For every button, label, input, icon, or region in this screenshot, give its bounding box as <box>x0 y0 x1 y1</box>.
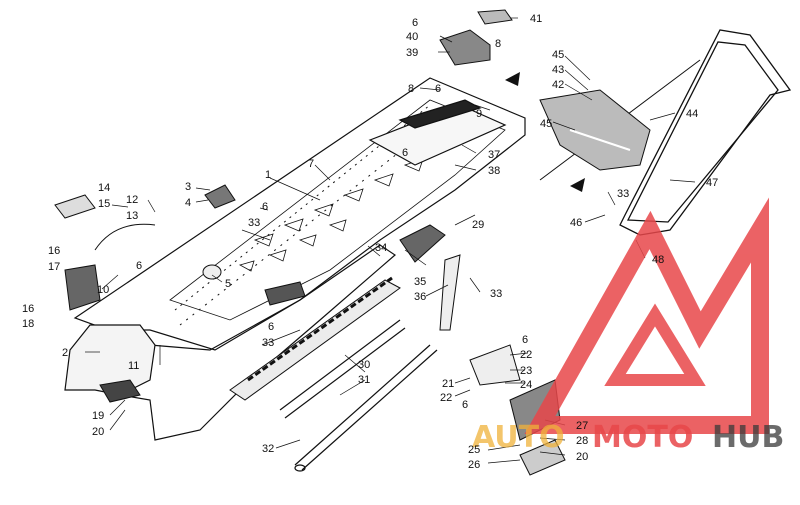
callout-29: 29 <box>472 219 484 231</box>
watermark-word-auto: AUTO <box>472 420 565 455</box>
callout-17: 17 <box>48 261 60 273</box>
front-left-parts <box>54 184 236 403</box>
callout-45: 45 <box>540 118 552 130</box>
callout-6: 6 <box>136 260 142 272</box>
callout-4: 4 <box>185 197 191 209</box>
callout-15: 15 <box>98 198 110 210</box>
callout-6: 6 <box>462 399 468 411</box>
callout-40: 40 <box>406 31 418 43</box>
callout-26: 26 <box>468 459 480 471</box>
callout-16: 16 <box>48 245 60 257</box>
callout-6: 6 <box>522 334 528 346</box>
callout-34: 34 <box>375 242 387 254</box>
callout-2: 2 <box>62 347 68 359</box>
callout-5: 5 <box>225 278 231 290</box>
callout-9: 9 <box>476 108 482 120</box>
plate-cutouts <box>238 158 424 272</box>
seat-bracket <box>439 9 513 66</box>
callout-22: 22 <box>520 349 532 361</box>
callout-22: 22 <box>440 392 452 404</box>
callout-11: 11 <box>128 360 139 372</box>
callout-6: 6 <box>262 201 268 213</box>
callout-35: 35 <box>414 276 426 288</box>
arrow-icon <box>505 72 520 86</box>
callout-14: 14 <box>98 182 110 194</box>
callout-32: 32 <box>262 443 274 455</box>
callout-42: 42 <box>552 79 564 91</box>
callout-20: 20 <box>576 451 588 463</box>
callout-48: 48 <box>652 254 664 266</box>
callout-3: 3 <box>185 181 191 193</box>
callout-33: 33 <box>617 188 629 200</box>
callout-39: 39 <box>406 47 418 59</box>
callout-6: 6 <box>268 321 274 333</box>
tunnel-chassis <box>64 77 526 441</box>
callout-19: 19 <box>92 410 104 422</box>
callout-20: 20 <box>92 426 104 438</box>
callout-6: 6 <box>435 83 441 95</box>
callout-31: 31 <box>358 374 370 386</box>
callout-8: 8 <box>408 83 414 95</box>
snowflap-bracket <box>539 89 651 171</box>
callout-33: 33 <box>490 288 502 300</box>
callout-41: 41 <box>530 13 542 25</box>
callout-43: 43 <box>552 64 564 76</box>
arrow-icon <box>570 178 585 192</box>
callout-30: 30 <box>358 359 370 371</box>
callout-18: 18 <box>22 318 34 330</box>
callout-8: 8 <box>495 38 501 50</box>
callout-27: 27 <box>576 420 588 432</box>
callout-12: 12 <box>126 194 138 206</box>
callout-24: 24 <box>520 379 532 391</box>
direction-arrows <box>505 72 585 192</box>
callout-28: 28 <box>576 435 588 447</box>
callout-23: 23 <box>520 365 532 377</box>
running-board <box>229 276 401 401</box>
callout-44: 44 <box>686 108 698 120</box>
callout-21: 21 <box>442 378 454 390</box>
callout-36: 36 <box>414 291 426 303</box>
leader-lines <box>85 17 696 464</box>
callout-labels: 1 2 3 4 5 6 6 6 6 6 6 6 6 7 8 8 9 10 11 … <box>22 13 718 471</box>
callout-7: 7 <box>308 158 314 170</box>
callout-38: 38 <box>488 165 500 177</box>
callout-33: 33 <box>262 337 274 349</box>
watermark-logo <box>524 197 769 434</box>
callout-45: 45 <box>552 49 564 61</box>
slide-rails <box>279 319 438 472</box>
callout-46: 46 <box>570 217 582 229</box>
callout-25: 25 <box>468 444 480 456</box>
callout-16: 16 <box>22 303 34 315</box>
callout-10: 10 <box>97 284 109 296</box>
callout-13: 13 <box>126 210 138 222</box>
callout-1: 1 <box>265 169 271 181</box>
callout-6: 6 <box>402 147 408 159</box>
callout-6: 6 <box>412 17 418 29</box>
watermark-word-hub: HUB <box>712 420 784 455</box>
callout-33: 33 <box>248 217 260 229</box>
watermark-word-moto: MOTO <box>592 420 693 455</box>
callout-37: 37 <box>488 149 500 161</box>
callout-47: 47 <box>706 177 718 189</box>
